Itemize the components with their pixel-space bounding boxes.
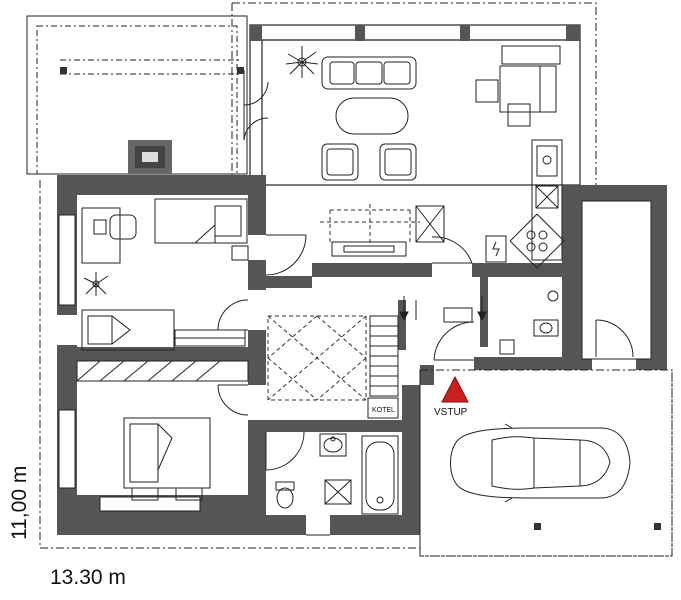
carport-posts (534, 523, 661, 530)
wc-fixtures (443, 290, 559, 355)
carport (419, 369, 673, 557)
wardrobe (76, 360, 249, 382)
garage-storage (581, 200, 652, 360)
bedroom-1-furniture (81, 198, 249, 351)
kitchen-fixtures (415, 139, 565, 269)
chimney (128, 140, 172, 174)
plant-icon (285, 46, 319, 78)
walls (57, 175, 667, 535)
boiler-label: KOTEL (372, 407, 395, 414)
entrance-label: VSTUP (434, 407, 468, 418)
depth-dimension: 11,00 m (8, 465, 31, 540)
boiler-box (367, 397, 399, 419)
width-dimension: 13.30 m (50, 566, 126, 589)
bedroom-2-furniture (123, 417, 211, 501)
terrace-posts (60, 67, 244, 74)
hall-floor-pattern (267, 315, 367, 401)
staircase (369, 315, 399, 397)
doors (217, 70, 634, 536)
bathroom-fixtures (275, 433, 399, 515)
hall-arrows (399, 296, 487, 322)
car-icon (450, 423, 631, 503)
living-room-pillars (250, 25, 580, 41)
living-dashed-lines (320, 204, 420, 244)
living-room-outline (249, 24, 581, 186)
entrance-marker-icon (441, 375, 469, 403)
plant-icon (83, 272, 109, 296)
living-room-furniture (321, 45, 561, 257)
